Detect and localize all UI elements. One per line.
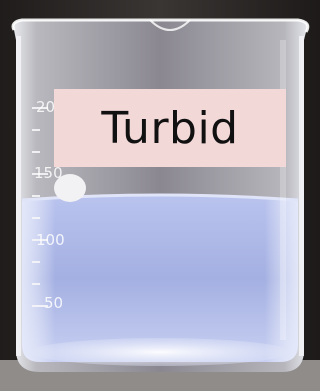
graduation-label-100: 100 — [36, 231, 65, 249]
beaker-rim — [11, 18, 310, 33]
beaker-bottom — [30, 338, 290, 366]
graduation-label-50: 50 — [44, 294, 64, 312]
glass-left-edge — [16, 36, 21, 356]
white-sticker — [54, 174, 86, 202]
beaker-spout — [149, 19, 191, 31]
glass-reflection — [280, 40, 286, 340]
liquid-surface — [21, 193, 299, 202]
turbid-label-text: Turbid — [101, 102, 239, 154]
graduation-label-150: 150 — [34, 164, 63, 182]
turbid-label: Turbid — [54, 89, 286, 167]
graduation-ticks — [32, 107, 48, 307]
liquid-edge-highlight — [22, 196, 298, 362]
glass-right-edge — [299, 36, 304, 356]
